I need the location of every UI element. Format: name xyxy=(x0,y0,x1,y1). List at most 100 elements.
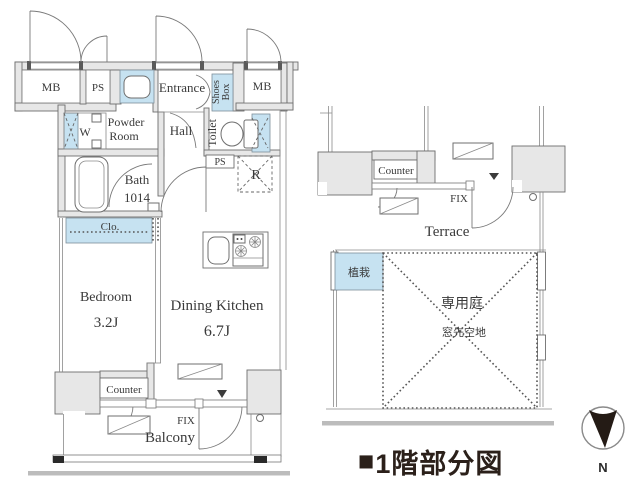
label-bedroom: Bedroom xyxy=(80,290,132,305)
figure-caption: ■1階部分図 xyxy=(358,441,588,481)
bathtub xyxy=(74,156,109,213)
label-terrace: Terrace xyxy=(425,224,470,240)
planting-box xyxy=(334,252,384,291)
kitchen-sink xyxy=(207,236,230,265)
balcony-end-block xyxy=(254,456,267,463)
wall-segment xyxy=(57,210,163,218)
caption-square-icon: ■ xyxy=(358,445,376,476)
window-band xyxy=(99,377,248,409)
bath-fixture xyxy=(74,156,160,213)
vent-triangle xyxy=(489,173,499,180)
door-jamb xyxy=(79,61,83,70)
washer-dash xyxy=(63,112,79,150)
door-opening xyxy=(28,62,82,70)
label-hall: Hall xyxy=(170,123,193,138)
compass-needle-icon xyxy=(589,410,617,448)
wall-segment xyxy=(157,111,165,197)
label-ps-small: PS xyxy=(214,157,225,168)
counter-box xyxy=(99,377,149,399)
washer-pan xyxy=(63,112,107,150)
window-frame xyxy=(194,398,204,409)
sleeve-wall xyxy=(537,251,546,291)
label-garden: 専用庭 xyxy=(441,295,483,312)
washer-outlet xyxy=(91,113,102,123)
kitchen-counter xyxy=(202,231,269,269)
label-fix-right: FIX xyxy=(450,193,468,205)
label-ps-top: PS xyxy=(92,82,104,94)
louver-diag xyxy=(452,142,494,160)
wall-segment xyxy=(79,69,87,105)
top-wall-openings xyxy=(27,61,282,70)
wall-segment xyxy=(54,371,101,415)
door-jamb xyxy=(278,61,282,70)
label-powder-2: Room xyxy=(109,129,139,143)
label-mb-right: MB xyxy=(253,79,272,93)
toilet-bowl xyxy=(220,121,244,147)
washer-pan-outline xyxy=(63,112,107,150)
label-shoes-box-1: Shoes xyxy=(211,80,222,104)
drain-circle xyxy=(256,414,264,422)
door-arc-terrace xyxy=(471,186,514,229)
burner-icon xyxy=(235,236,261,257)
wall-stubs xyxy=(320,106,544,152)
ps-small-box xyxy=(205,154,235,169)
wash-basin xyxy=(123,75,151,99)
toilet-dash xyxy=(251,117,269,149)
doors xyxy=(29,10,282,450)
label-fridge: R xyxy=(251,168,261,183)
label-bedroom-size: 3.2J xyxy=(94,315,119,331)
door-jamb xyxy=(27,61,31,70)
bathtub-inner xyxy=(78,160,105,209)
label-mb-left: MB xyxy=(42,80,61,94)
toilet-fixture xyxy=(220,117,269,149)
label-bath-2: 1014 xyxy=(124,190,151,205)
door-arc-mb-left xyxy=(29,10,82,63)
closet-area xyxy=(65,217,153,244)
door-arc-entrance-inner xyxy=(195,74,211,110)
label-washer: W xyxy=(79,125,91,139)
compass: N xyxy=(581,406,625,475)
label-dk: Dining Kitchen xyxy=(171,298,264,314)
door-jamb xyxy=(244,61,248,70)
wall-notch xyxy=(512,180,522,192)
window-sill xyxy=(99,399,248,408)
label-bath-1: Bath xyxy=(125,172,150,187)
shoes-box xyxy=(211,73,234,112)
caption-text: 1階部分図 xyxy=(375,448,504,479)
water-areas xyxy=(63,69,271,244)
sleeve-wall xyxy=(537,334,546,361)
mb-left-box xyxy=(21,69,81,104)
door-arc-dk xyxy=(160,166,207,213)
label-planting: 植栽 xyxy=(348,265,370,279)
wall-segment xyxy=(57,148,165,157)
wall-segment xyxy=(246,369,282,415)
wall-notch xyxy=(63,411,85,417)
door-arc-entrance xyxy=(155,15,203,63)
site-boundary xyxy=(322,421,554,426)
door-opening xyxy=(153,62,203,70)
label-entrance: Entrance xyxy=(159,80,205,95)
window-sill-fix xyxy=(371,182,469,190)
label-shoes-box-2: Box xyxy=(221,84,232,101)
fridge-space xyxy=(237,155,273,193)
label-counter-left: Counter xyxy=(106,384,142,396)
thin-walls xyxy=(59,110,287,457)
wall-segment xyxy=(99,370,149,379)
door-arc-balcony xyxy=(198,405,243,450)
label-dk-size: 6.7J xyxy=(204,323,230,340)
balcony-rail xyxy=(52,454,282,463)
window-frame xyxy=(465,180,475,191)
site-boundary xyxy=(28,471,290,476)
washer-outlet xyxy=(91,139,102,149)
window-frame xyxy=(145,398,157,409)
louver-diag xyxy=(379,197,419,215)
mb-right-box xyxy=(243,69,282,104)
label-powder-1: Powder xyxy=(108,115,145,129)
label-counter-right: Counter xyxy=(378,165,414,177)
wall-segment xyxy=(235,102,294,111)
door-arc-ps xyxy=(80,35,108,63)
garden-fence xyxy=(333,192,544,407)
door-jamb xyxy=(200,61,204,70)
